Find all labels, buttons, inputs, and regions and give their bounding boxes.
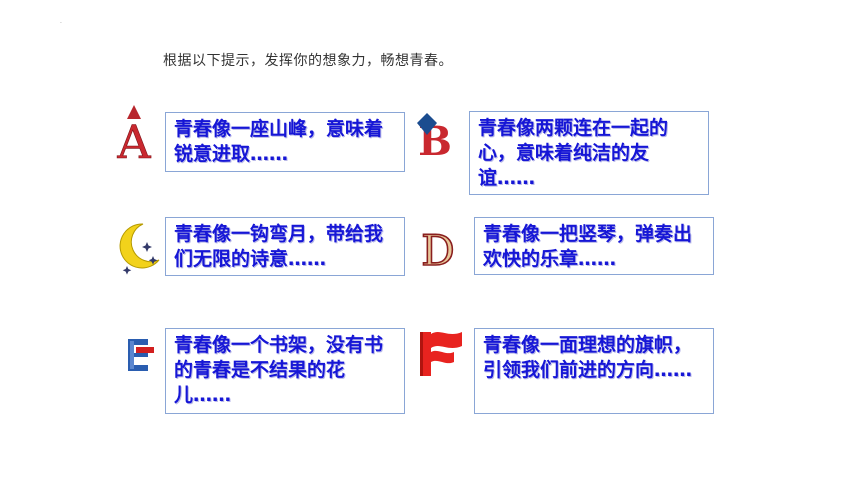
letter-d-icon: D (418, 225, 458, 276)
card-f: 青春像一面理想的旗帜，引领我们前进的方向…… (474, 328, 714, 414)
card-b-text: 青春像两颗连在一起的心，意味着纯洁的友谊…… (478, 117, 669, 189)
letter-e-icon (126, 335, 160, 375)
card-d-text: 青春像一把竖琴，弹奏出欢快的乐章…… (483, 223, 693, 270)
letter-c-moon-icon (113, 220, 163, 278)
card-a: 青春像一座山峰，意味着锐意进取…… (165, 112, 405, 172)
letter-b-icon: B (413, 113, 455, 165)
svg-text:A: A (116, 115, 151, 161)
letter-a-icon: A (110, 103, 158, 169)
letter-f-icon (418, 328, 466, 378)
slide-marker: · (60, 20, 62, 27)
card-e: 青春像一个书架，没有书的青春是不结果的花儿…… (165, 328, 405, 414)
card-c: 青春像一钩弯月，带给我们无限的诗意…… (165, 217, 405, 276)
prompt-text: 根据以下提示，发挥你的想象力，畅想青春。 (163, 53, 453, 69)
card-f-text: 青春像一面理想的旗帜，引领我们前进的方向…… (483, 334, 693, 381)
card-b: 青春像两颗连在一起的心，意味着纯洁的友谊…… (469, 111, 709, 195)
svg-text:D: D (421, 226, 455, 271)
card-c-text: 青春像一钩弯月，带给我们无限的诗意…… (174, 223, 384, 270)
card-e-text: 青春像一个书架，没有书的青春是不结果的花儿…… (174, 334, 384, 406)
card-a-text: 青春像一座山峰，意味着锐意进取…… (174, 118, 384, 165)
card-d: 青春像一把竖琴，弹奏出欢快的乐章…… (474, 217, 714, 275)
